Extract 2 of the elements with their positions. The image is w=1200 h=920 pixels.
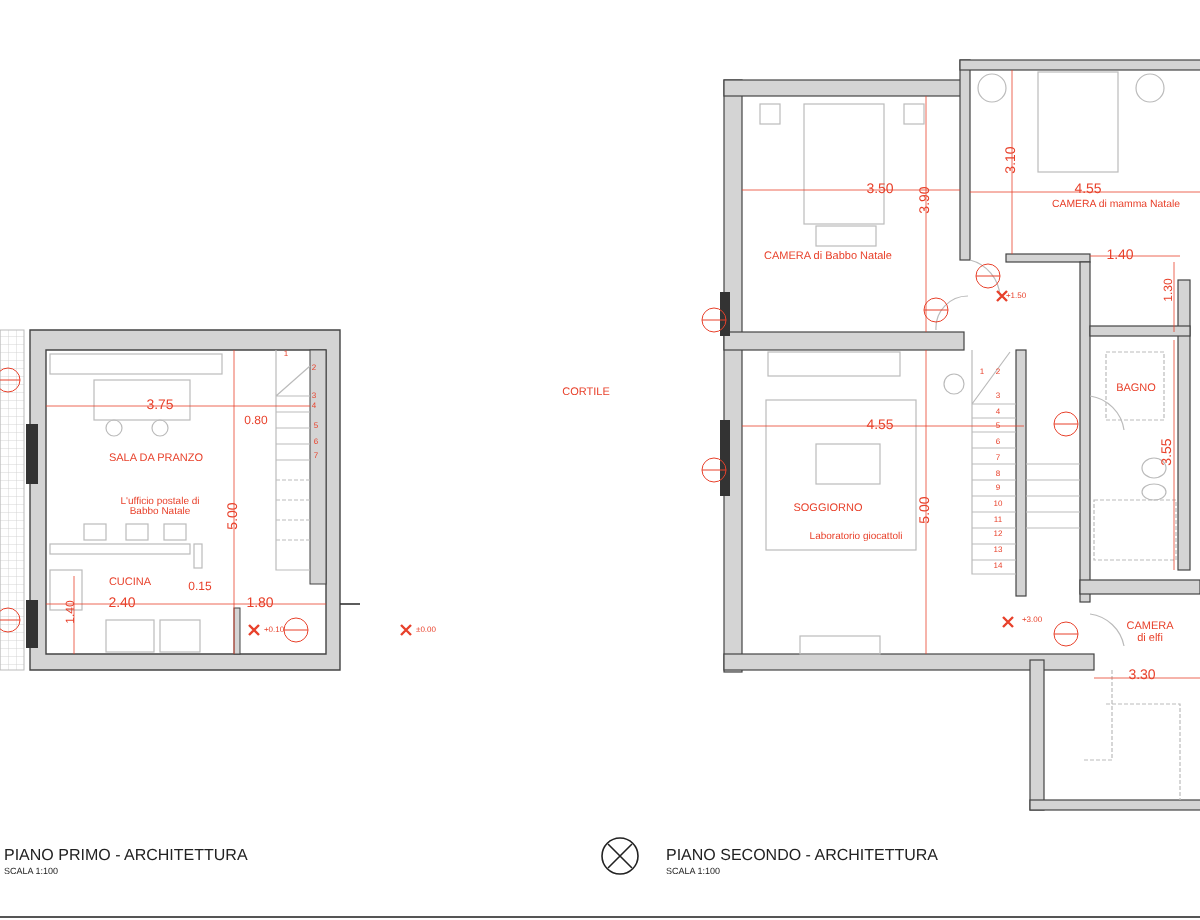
plan-title: PIANO SECONDO - ARCHITETTURA (666, 848, 939, 864)
plan-title: PIANO PRIMO - ARCHITETTURA (4, 848, 248, 864)
